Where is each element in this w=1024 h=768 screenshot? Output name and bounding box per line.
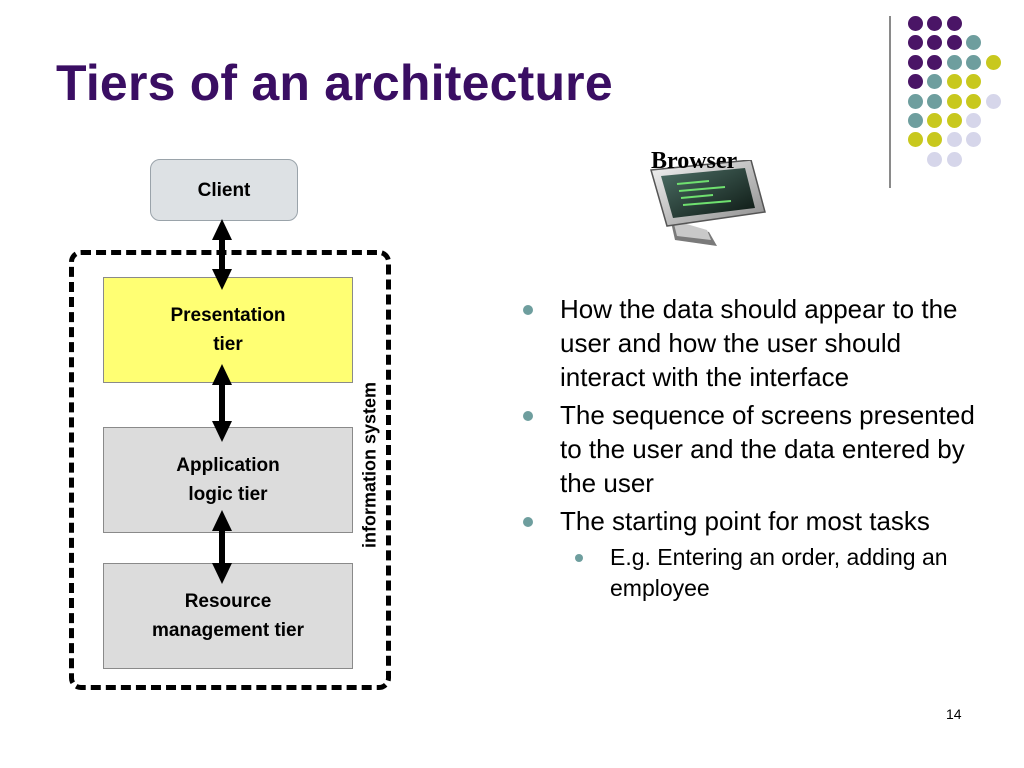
- decor-dot: [966, 74, 982, 90]
- decor-dot: [927, 113, 943, 128]
- decor-dot: [946, 35, 962, 51]
- sub-bullet-item: E.g. Entering an order, adding an employ…: [520, 542, 990, 604]
- decor-dot: [946, 132, 962, 148]
- bullet-text: How the data should appear to the user a…: [560, 294, 958, 392]
- decor-dot: [966, 35, 982, 51]
- bullet-marker: [523, 411, 533, 421]
- decor-dot: [908, 74, 923, 90]
- bullet-marker: [523, 305, 533, 315]
- bullet-item: The sequence of screens presented to the…: [520, 398, 990, 500]
- bullet-text: The starting point for most tasks: [560, 506, 930, 536]
- bullet-text: The sequence of screens presented to the…: [560, 400, 975, 498]
- decor-dot: [946, 151, 962, 167]
- decor-dot: [966, 54, 982, 70]
- browser-label: Browser: [651, 148, 738, 174]
- resource-tier-label: Resource management tier: [151, 591, 305, 641]
- decor-dot: [966, 113, 982, 128]
- page-number: 14: [946, 706, 962, 722]
- sub-bullet-text: E.g. Entering an order, adding an employ…: [610, 544, 948, 601]
- decor-dot: [927, 151, 943, 167]
- resource-tier-box: Resource management tier: [103, 563, 353, 669]
- decor-dot: [908, 16, 923, 31]
- decor-dot: [927, 54, 943, 70]
- bullet-list: How the data should appear to the user a…: [520, 292, 990, 608]
- decor-dot: [985, 93, 1001, 109]
- decor-dot: [908, 113, 923, 128]
- monitor-icon: [650, 160, 766, 246]
- decor-dot: [908, 132, 923, 148]
- client-label: Client: [197, 179, 251, 201]
- bullet-item: How the data should appear to the user a…: [520, 292, 990, 394]
- presentation-tier-box: Presentation tier: [103, 277, 353, 383]
- presentation-tier-label: Presentation tier: [170, 305, 286, 355]
- decor-divider: [889, 16, 891, 188]
- information-system-label: information system: [359, 381, 380, 549]
- bullet-marker: [523, 517, 533, 527]
- bullet-item: The starting point for most tasks: [520, 504, 990, 538]
- decor-dot: [946, 16, 962, 31]
- decor-dot: [927, 132, 943, 148]
- decor-dot: [985, 54, 1001, 70]
- decor-dot: [946, 54, 962, 70]
- decor-dot: [908, 35, 923, 51]
- decor-dot: [908, 54, 923, 70]
- decor-dot: [946, 74, 962, 90]
- slide-title: Tiers of an architecture: [56, 55, 613, 111]
- decor-dot: [946, 93, 962, 109]
- decor-dot: [927, 74, 943, 90]
- client-box: Client: [150, 159, 298, 221]
- decor-dot: [966, 132, 982, 148]
- information-system-boundary: [69, 250, 391, 690]
- decor-dot: [908, 93, 923, 109]
- decor-dot: [966, 93, 982, 109]
- decor-dot: [927, 16, 943, 31]
- decor-dot: [946, 113, 962, 128]
- decor-dot: [927, 35, 943, 51]
- application-tier-box: Application logic tier: [103, 427, 353, 533]
- application-tier-label: Application logic tier: [176, 455, 280, 505]
- decor-dot: [927, 93, 943, 109]
- sub-bullet-marker: [575, 554, 583, 562]
